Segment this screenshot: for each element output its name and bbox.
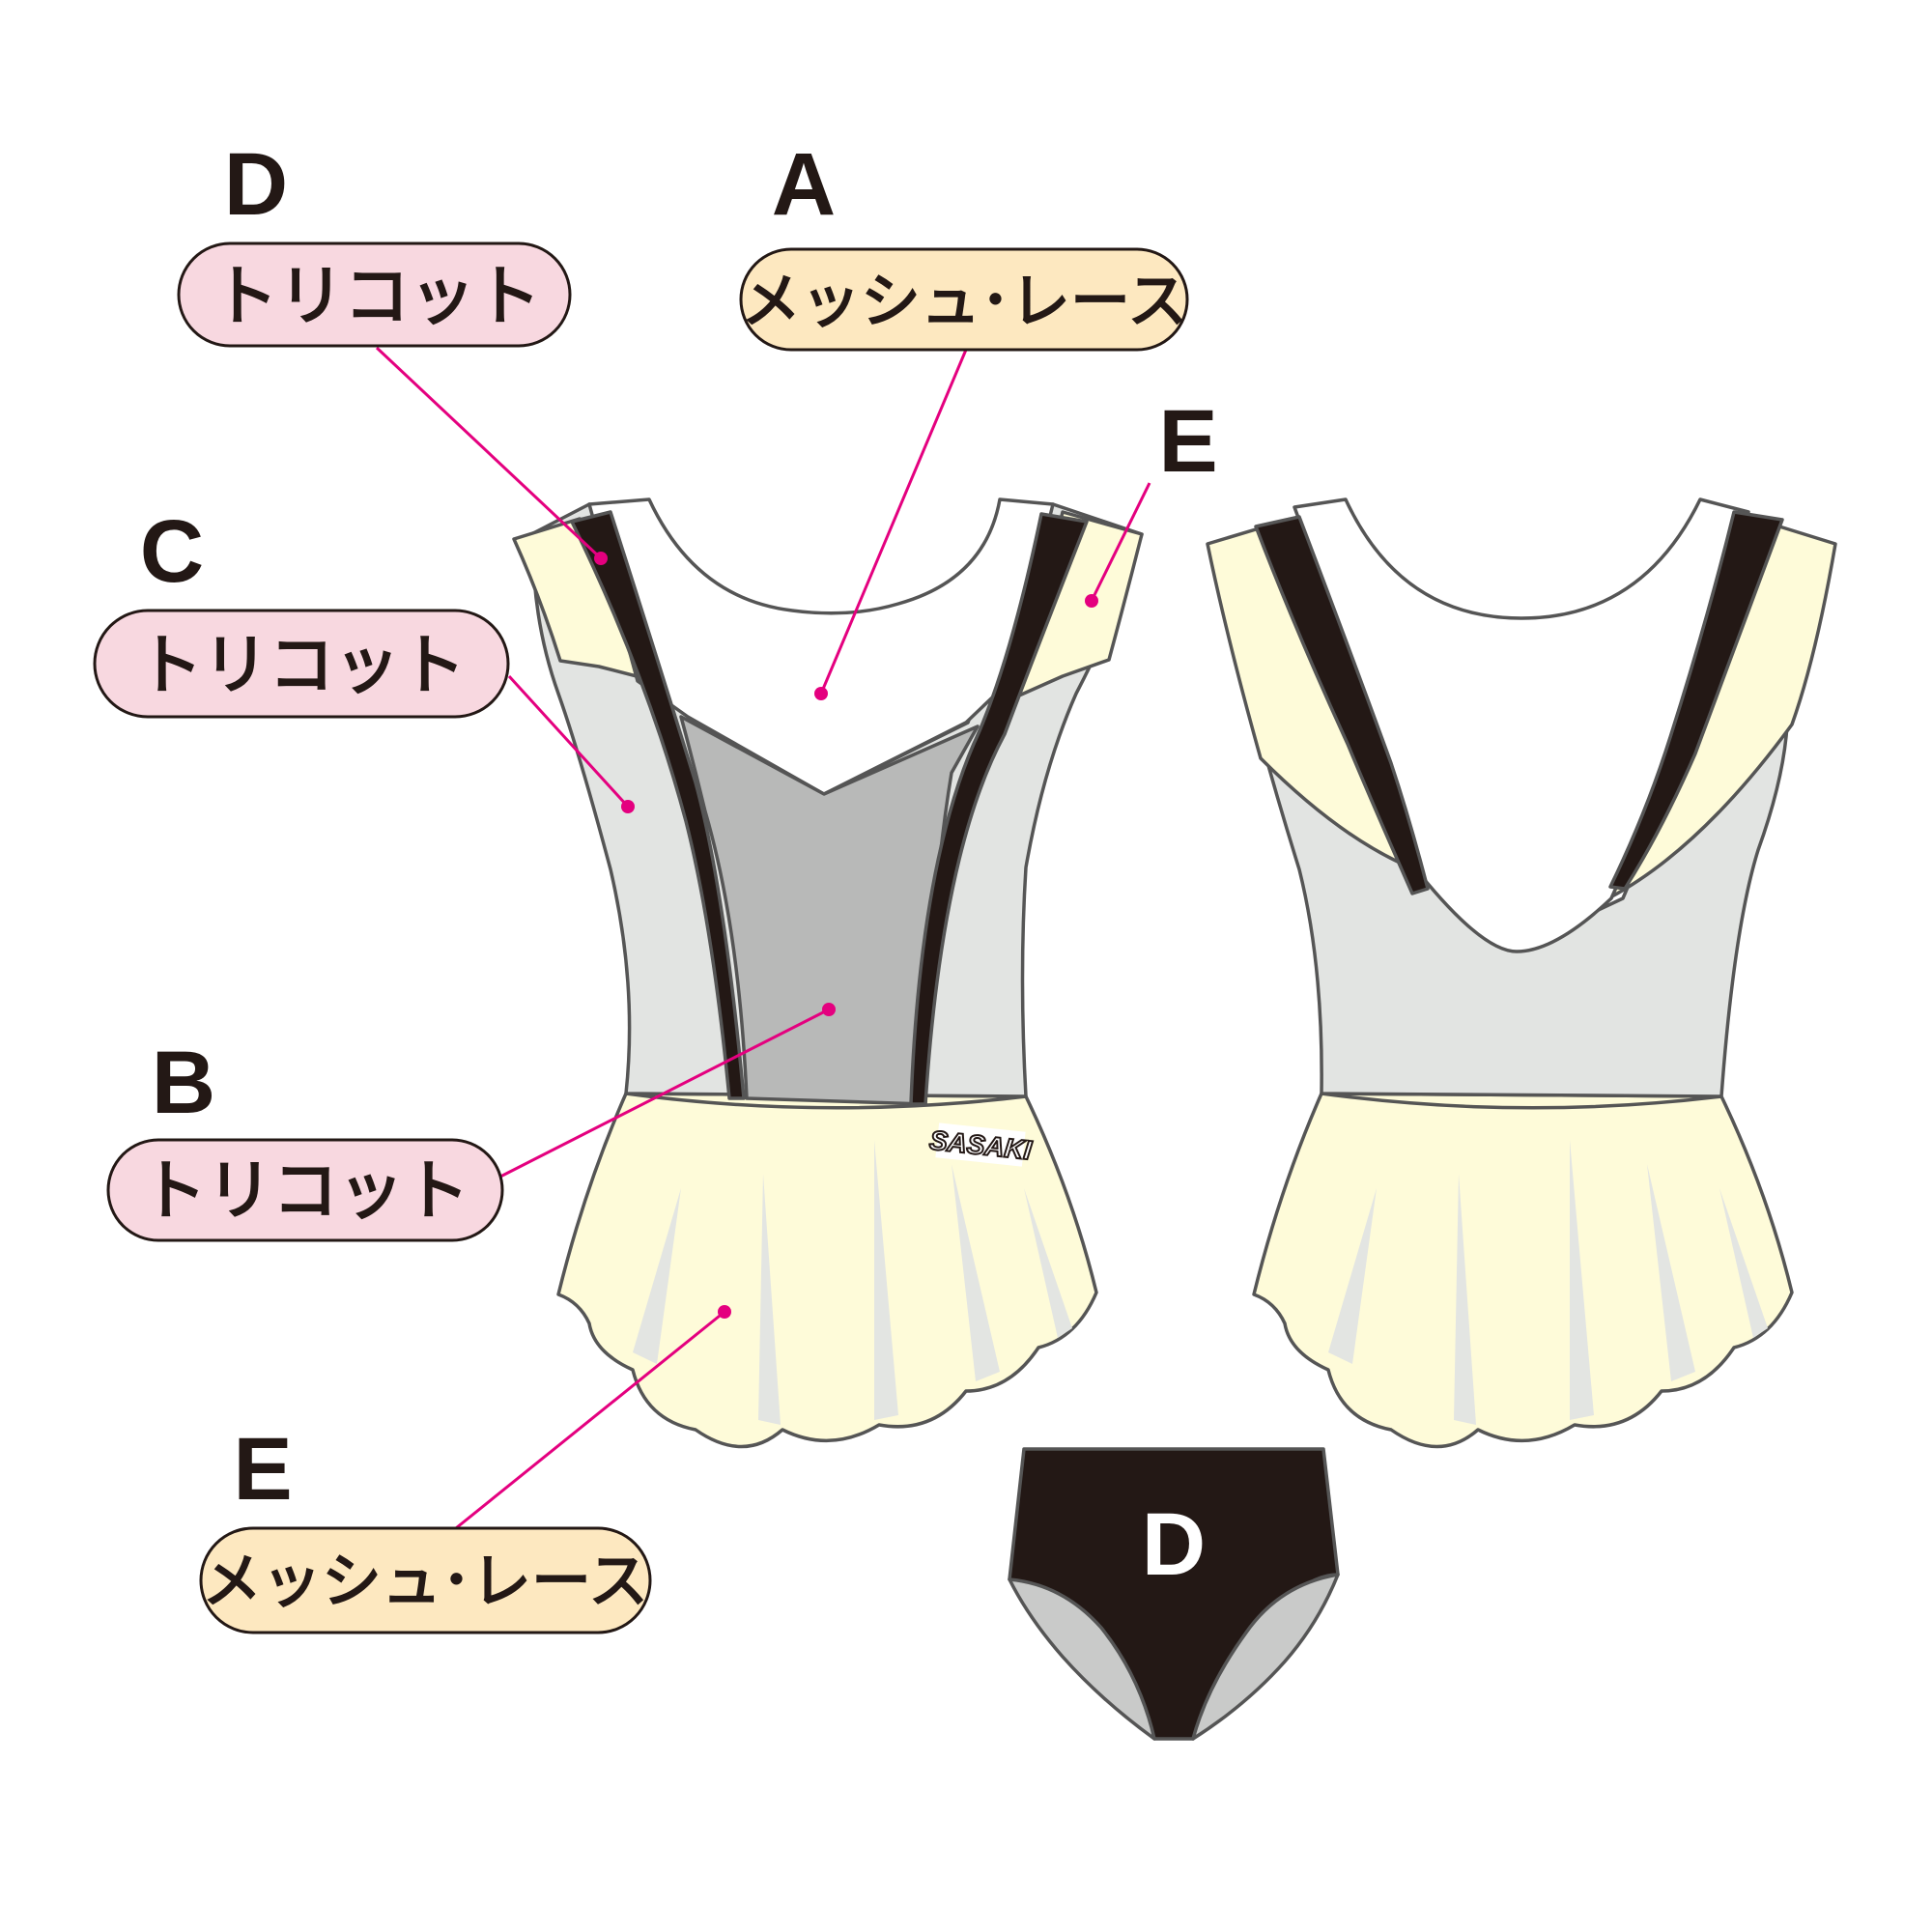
shorts: D: [1008, 1447, 1340, 1741]
label-d-top: D トリコット: [177, 135, 572, 348]
leader-line-c: [507, 674, 630, 809]
back-skirt-pleat: [1647, 1164, 1695, 1381]
logo: SASAKI: [927, 1122, 1035, 1167]
leader-line-d-top: [375, 346, 603, 560]
label-e-bottom: E メッシュ･レース: [199, 1420, 652, 1634]
label-pill-tricot: [106, 1138, 504, 1242]
back-stripe-left: [1254, 515, 1430, 895]
front-stripe-left: [570, 510, 746, 1100]
label-text: トリコット: [141, 1153, 469, 1230]
back-skirt: [1252, 1092, 1794, 1449]
leader-dot-b: [822, 1003, 836, 1016]
shorts-label-letter: D: [1142, 1495, 1206, 1594]
label-text: トリコット: [213, 259, 541, 335]
back-skirt-pleat: [1328, 1188, 1377, 1364]
back-stripe-right: [1608, 510, 1784, 891]
label-letter: E: [233, 1420, 292, 1519]
front-skirt-pleat: [633, 1188, 681, 1364]
label-pill-tricot: [177, 242, 572, 348]
label-text: メッシュ･レース: [741, 266, 1187, 336]
leader-dot-a: [814, 687, 828, 700]
shorts-leg-left: [1008, 1577, 1156, 1741]
label-text: メッシュ･レース: [202, 1546, 648, 1616]
front-mesh-a: [587, 497, 1055, 796]
leader-line-e-top: [1090, 482, 1151, 602]
leader-dot-c: [621, 800, 635, 813]
front-waistline: [625, 1092, 1027, 1110]
leader-line-a: [819, 349, 968, 695]
back-skirt-pleat: [1454, 1174, 1476, 1425]
front-skirt-pleat: [952, 1164, 1000, 1381]
label-letter: A: [772, 135, 836, 234]
label-b: B トリコット: [106, 1034, 504, 1242]
label-letter: C: [140, 502, 204, 601]
front-leotard: SASAKI: [512, 497, 1144, 1449]
front-skirt-pleat: [758, 1174, 781, 1425]
label-a: A メッシュ･レース: [739, 135, 1189, 352]
leader-line-b: [499, 1008, 830, 1179]
label-pill-mesh: [739, 247, 1189, 352]
back-leotard: [1206, 497, 1837, 1449]
logo-background: [935, 1122, 1026, 1167]
front-skirt-pleat: [1024, 1188, 1072, 1338]
label-letter: B: [152, 1034, 215, 1132]
label-c: C トリコット: [93, 502, 510, 719]
back-skirt-pleat: [1719, 1188, 1768, 1338]
leader-dots: [594, 552, 1098, 1319]
label-text: トリコット: [137, 628, 466, 704]
back-waistline: [1321, 1092, 1722, 1110]
label-letter: E: [1158, 392, 1217, 491]
front-skirt-pleat: [874, 1140, 898, 1420]
label-pill-mesh: [199, 1526, 652, 1634]
leader-lines: [375, 346, 1151, 1538]
leader-dot-d-top: [594, 552, 608, 565]
shorts-leg-right: [1191, 1573, 1340, 1741]
leader-line-e-bottom: [445, 1310, 725, 1538]
label-pill-tricot: [93, 609, 510, 719]
leader-dot-e-bottom: [718, 1305, 731, 1319]
front-skirt: [556, 1092, 1098, 1449]
leader-dot-e-top: [1085, 594, 1098, 608]
label-letter: D: [224, 135, 288, 234]
label-e-top: E: [1158, 392, 1217, 491]
back-skirt-pleat: [1570, 1140, 1594, 1420]
